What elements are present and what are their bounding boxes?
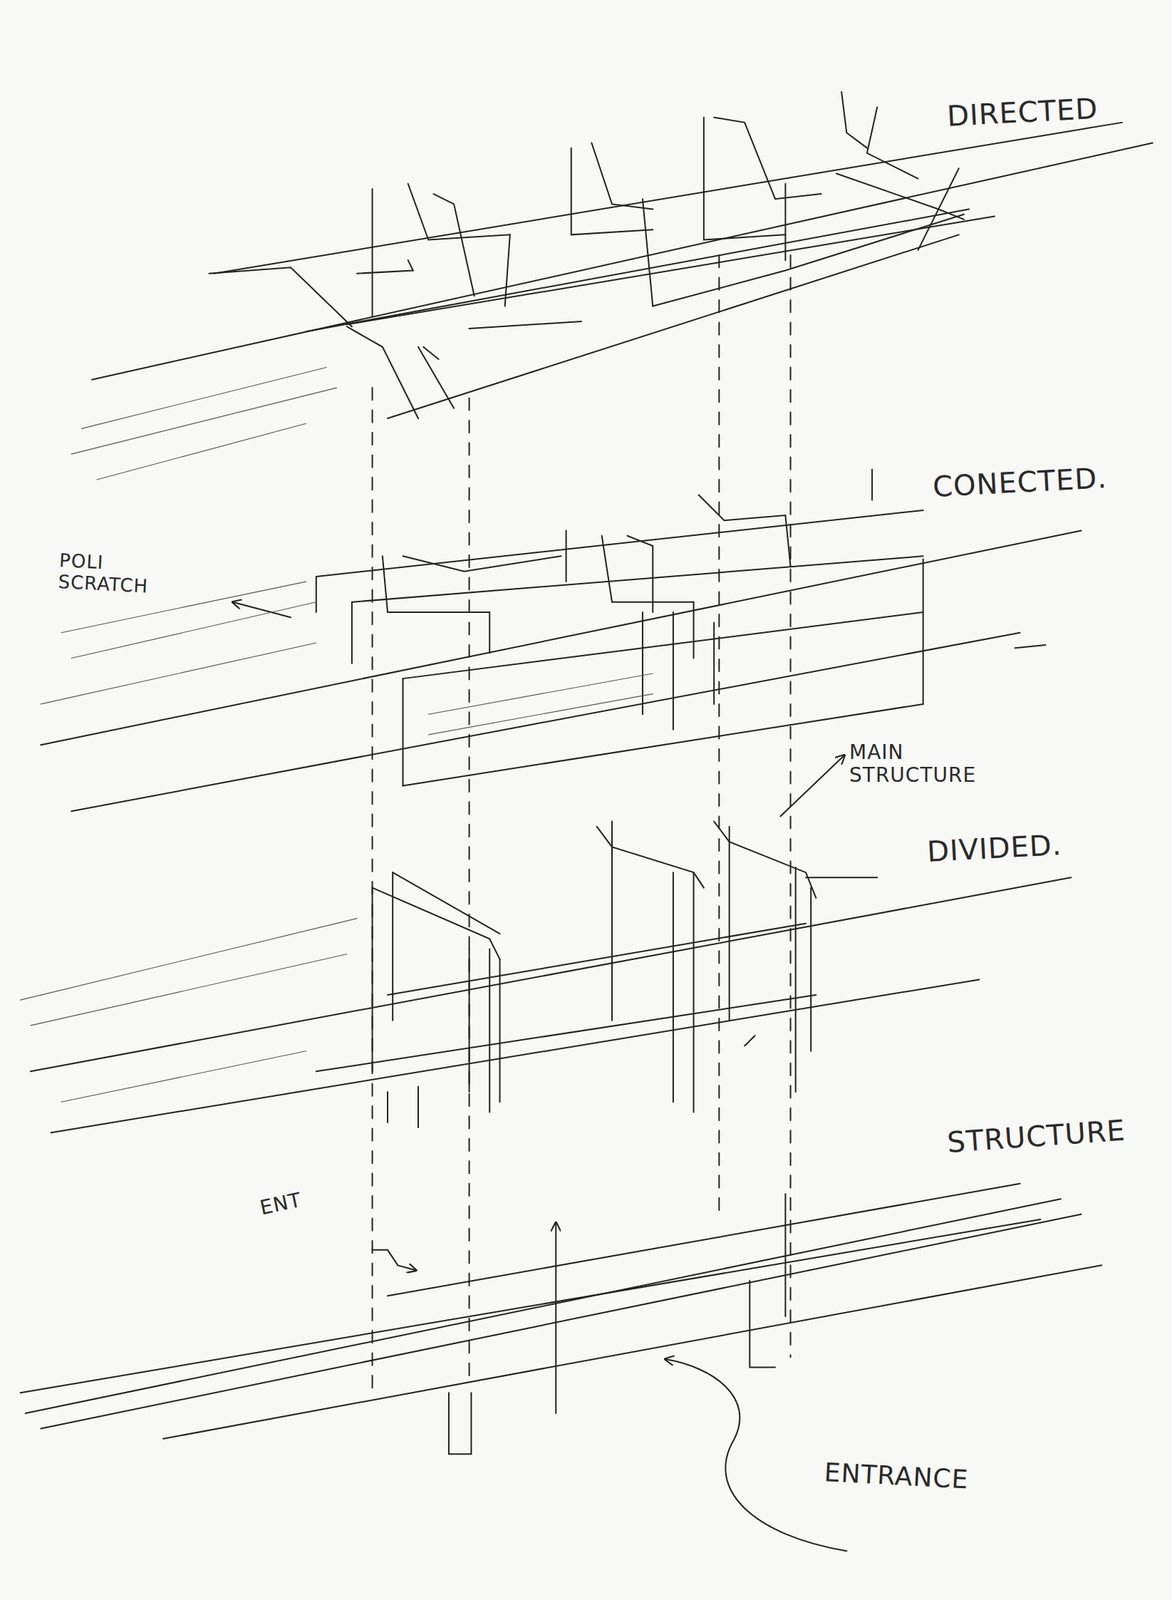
- divided-level: [30, 821, 1071, 1133]
- note-label: ENT: [257, 1179, 347, 1220]
- directed-level: [91, 91, 1153, 419]
- structure-level: [20, 1183, 1103, 1551]
- connected-level: [40, 469, 1081, 812]
- level-label: CONECTED.: [931, 458, 1162, 503]
- callout-label: ENTRANCE: [823, 1456, 1054, 1499]
- level-label: DIVIDED.: [926, 823, 1142, 868]
- structural-axis: [372, 255, 791, 1388]
- hatching: [20, 366, 654, 1102]
- note-label: POLI SCRATCH: [57, 550, 167, 599]
- leader-arrow: [780, 755, 845, 817]
- level-label: DIRECTED: [946, 88, 1162, 133]
- callout-label: MAIN STRUCTURE: [849, 740, 985, 787]
- sketch-lines: [20, 91, 1153, 1551]
- level-label: STRUCTURE: [946, 1110, 1162, 1159]
